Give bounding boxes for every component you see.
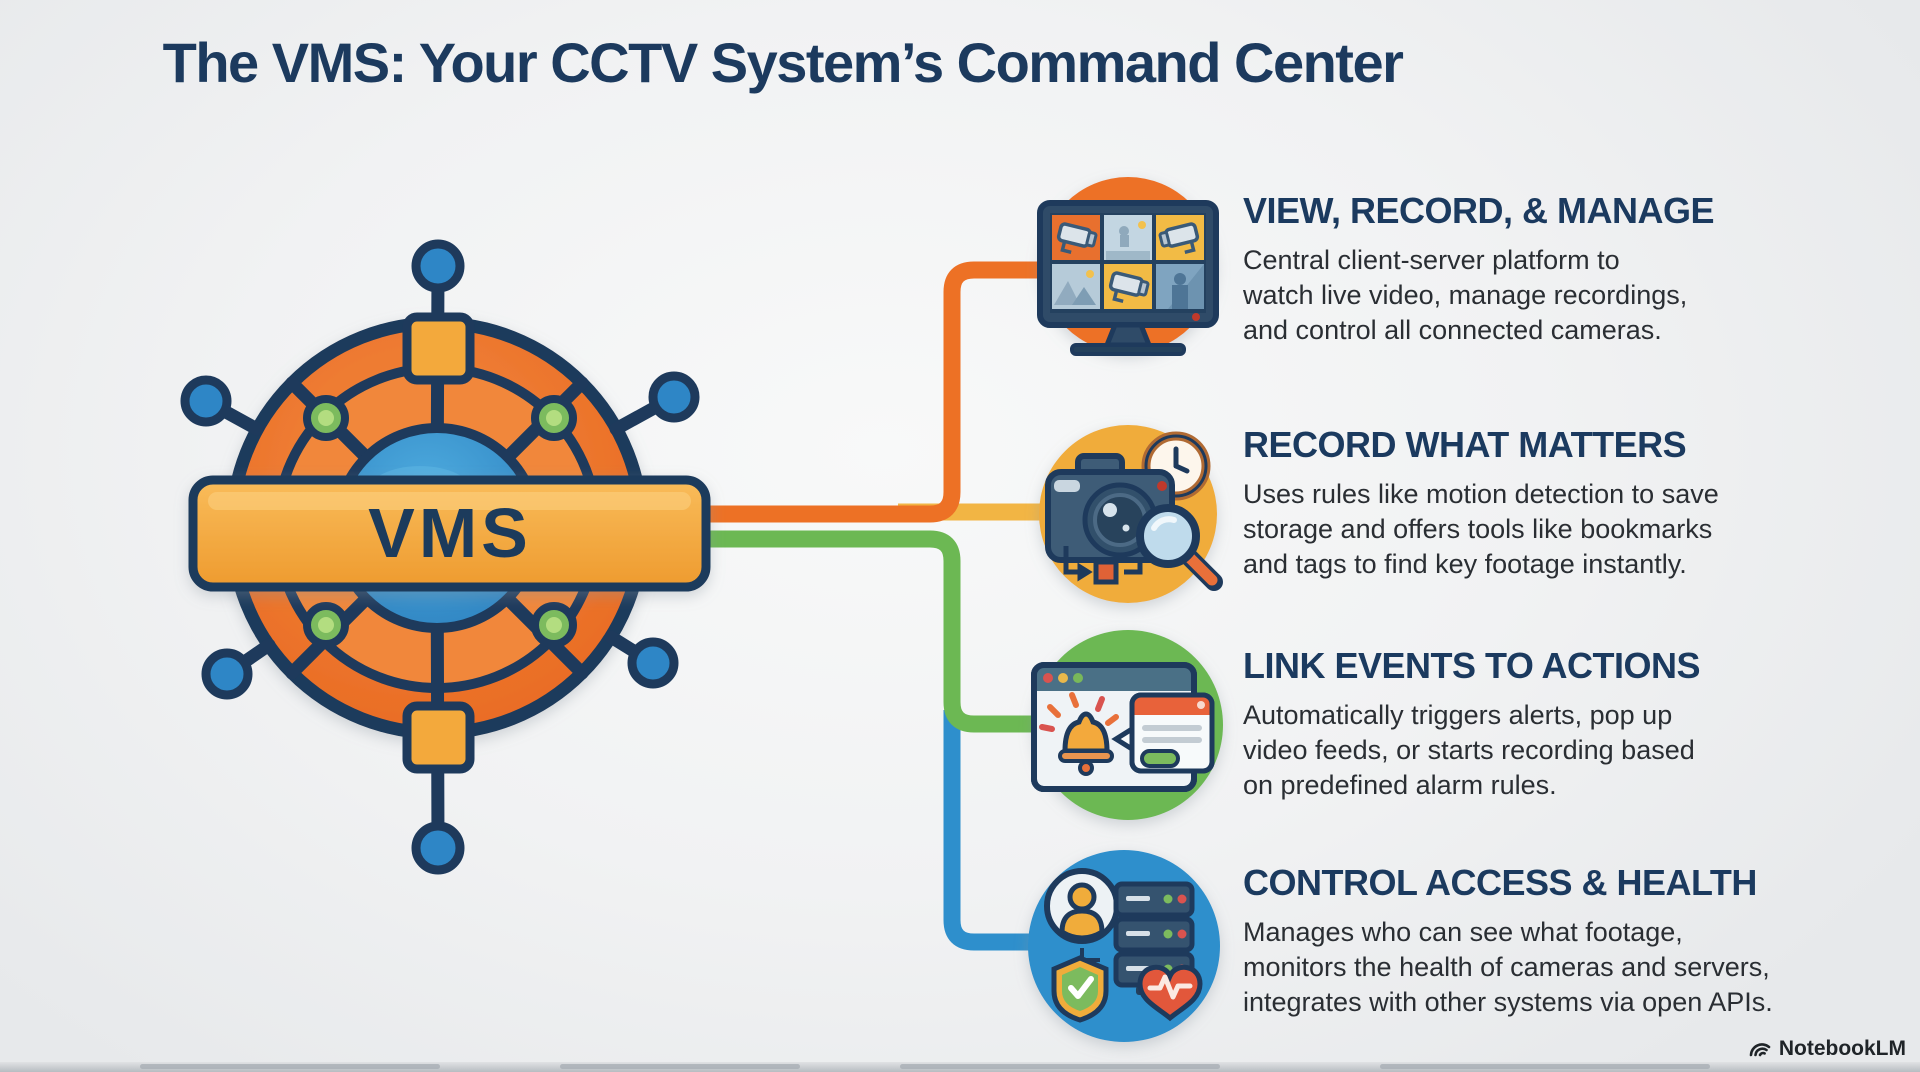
heart-pulse-icon xyxy=(1137,964,1203,1022)
connector-blue xyxy=(943,710,1052,951)
vms-banner-label: VMS xyxy=(368,494,532,572)
notebooklm-label: NotebookLM xyxy=(1778,1037,1906,1060)
hub-green-nodes xyxy=(303,395,577,648)
section-heading: CONTROL ACCESS & HEALTH xyxy=(1243,862,1757,903)
section-body-line: and control all connected cameras. xyxy=(1243,315,1662,345)
vms-hub: VMS xyxy=(180,239,711,875)
section-body-line: Central client-server platform to xyxy=(1243,245,1620,275)
monitor-camera-grid-icon xyxy=(1037,177,1219,356)
section-body-line: Manages who can see what footage, xyxy=(1243,917,1683,947)
connector-lines xyxy=(706,261,1072,951)
hub-square-bottom xyxy=(402,701,475,774)
connector-orange xyxy=(706,261,1072,523)
section-heading: LINK EVENTS TO ACTIONS xyxy=(1243,645,1701,686)
bottom-edge-strip xyxy=(0,1062,1920,1072)
section-body-line: integrates with other systems via open A… xyxy=(1243,987,1773,1017)
section-body-line: on predefined alarm rules. xyxy=(1243,770,1557,800)
hub-square-top xyxy=(402,312,475,385)
popup-notification-card xyxy=(1111,692,1215,774)
section-control-access-health: CONTROL ACCESS & HEALTH Manages who can … xyxy=(1243,862,1863,1020)
section-record-what-matters: RECORD WHAT MATTERS Uses rules like moti… xyxy=(1243,424,1863,582)
section-body-line: and tags to find key footage instantly. xyxy=(1243,549,1687,579)
section-body-line: watch live video, manage recordings, xyxy=(1243,280,1688,310)
user-avatar xyxy=(1044,868,1120,944)
connector-green xyxy=(706,530,1058,733)
vms-banner: VMS xyxy=(188,475,711,592)
scene-mountain-tile xyxy=(1054,270,1096,305)
camera-clock-magnifier-icon xyxy=(1039,425,1223,603)
shield-check-icon xyxy=(1051,955,1109,1023)
tag-flow-glyph xyxy=(1063,546,1143,585)
section-body-line: video feeds, or starts recording based xyxy=(1243,735,1695,765)
magnifier-icon xyxy=(1136,504,1223,591)
notebooklm-watermark: NotebookLM xyxy=(1747,1036,1906,1062)
section-heading: VIEW, RECORD, & MANAGE xyxy=(1243,190,1715,231)
page-title: The VMS: Your CCTV System’s Command Cent… xyxy=(162,31,1404,94)
section-link-events-to-actions: LINK EVENTS TO ACTIONS Automatically tri… xyxy=(1243,645,1863,803)
section-body-line: monitors the health of cameras and serve… xyxy=(1243,952,1770,982)
user-server-shield-heart-icon xyxy=(1028,850,1220,1042)
browser-alert-bell-icon xyxy=(1031,630,1223,820)
hub-blue-nodes xyxy=(180,239,700,875)
section-body-line: Uses rules like motion detection to save xyxy=(1243,479,1719,509)
section-heading: RECORD WHAT MATTERS xyxy=(1243,424,1687,465)
notebooklm-logo-icon xyxy=(1749,1043,1771,1057)
scene-person-tile xyxy=(1106,221,1150,260)
section-body-line: Automatically triggers alerts, pop up xyxy=(1243,700,1673,730)
section-view-record-manage: VIEW, RECORD, & MANAGE Central client-se… xyxy=(1243,190,1863,348)
scene-silhouette-tile xyxy=(1168,264,1204,309)
section-body-line: storage and offers tools like bookmarks xyxy=(1243,514,1713,544)
alert-bell xyxy=(1039,692,1119,776)
clock-icon xyxy=(1141,431,1211,501)
